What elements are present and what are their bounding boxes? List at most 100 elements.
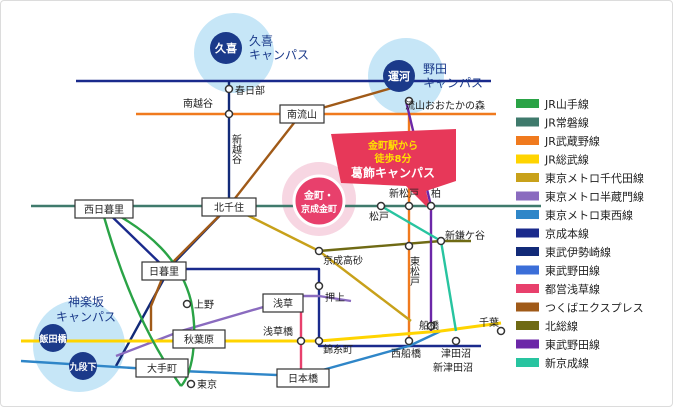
legend-label: 東京メトロ東西線: [545, 208, 633, 222]
station-box-akihabara: [172, 329, 226, 349]
noda-campus: 運河 野田 キャンパス: [383, 60, 483, 92]
legend-swatch: [516, 210, 539, 219]
kuki-campus: 久喜 久喜 キャンパス: [210, 32, 309, 64]
station-box-minami-nagareyama: [279, 104, 325, 124]
katsushika-callout: [331, 129, 456, 211]
legend-label: JR山手線: [544, 97, 589, 111]
label-nagareyama-otakanomori: 流山おおたかの森: [405, 99, 485, 112]
station-dot-shin-matsudo: [404, 201, 414, 211]
legend-label: 東武野田線: [545, 264, 600, 278]
legend-label: JR常磐線: [544, 116, 589, 130]
legend-label: 東武野田線: [545, 338, 600, 352]
kagurazaka-campus-name: 神楽坂: [68, 295, 104, 309]
kuki-badge: [210, 32, 242, 64]
iidabashi-badge: [39, 324, 67, 352]
legend-swatch: [516, 99, 539, 108]
legend-label: つくばエクスプレス: [545, 302, 644, 315]
line-hokuso: [318, 239, 471, 253]
station-dot-keisei-takasago: [314, 246, 324, 256]
line-legend: JR山手線JR常磐線JR武蔵野線JR総武線東京メトロ千代田線東京メトロ半蔵門線東…: [516, 97, 644, 370]
kuki-campus-label: キャンパス: [249, 48, 309, 62]
station-dot-asakusabashi: [296, 336, 306, 346]
station-dot-chiba: [496, 326, 506, 336]
station-dot-tsudanuma: [451, 336, 461, 346]
label-oshiage: 押上: [325, 291, 345, 304]
station-dot-nagareyama-otakanomori: [404, 96, 414, 106]
label-nippori: 日暮里: [149, 265, 179, 278]
label-funabashi: 船橋: [419, 319, 439, 332]
legend-label: 京成本線: [545, 227, 589, 241]
callout-line2: 徒歩8分: [374, 152, 412, 165]
legend-label: JR武蔵野線: [544, 134, 600, 148]
line-shin-keisei: [380, 204, 458, 332]
label-minami-nagareyama: 南流山: [287, 108, 317, 121]
label-tsudanuma: 津田沼: [441, 347, 471, 360]
kagurazaka-campus: 神楽坂 キャンパス 飯田橋 九段下: [38, 295, 116, 380]
station-box-nishi-nippori: [74, 199, 134, 219]
label-tokyo: 東京: [197, 378, 217, 391]
label-keisei-takasago: 京成高砂: [323, 254, 363, 267]
label-shin-tsudanuma: 新津田沼: [433, 361, 473, 374]
legend-swatch: [516, 265, 539, 275]
station-dot-funabashi: [426, 321, 436, 331]
label-kasukabe: 春日部: [235, 84, 265, 97]
station-box-otemachi: [135, 358, 189, 378]
unga-badge: [383, 60, 415, 92]
label-shin-kamagaya: 新鎌ケ谷: [445, 229, 485, 242]
legend-label: 東武伊勢崎線: [545, 245, 611, 259]
station-dot-oshiage: [314, 281, 324, 291]
station-box-nihonbashi: [276, 368, 330, 388]
label-kinshicho: 錦糸町: [323, 343, 353, 356]
kuki-campus-name: 久喜: [249, 34, 273, 48]
label-asakusa: 浅草: [273, 297, 293, 310]
label-ueno: 上野: [194, 299, 214, 311]
kudanshita-badge-label: 九段下: [68, 361, 96, 373]
kagurazaka-campus-label: キャンパス: [56, 310, 116, 324]
noda-campus-name: 野田: [423, 62, 447, 76]
noda-campus-label: キャンパス: [423, 76, 483, 90]
kanamachi-badge-line1: 金町・: [303, 189, 334, 202]
kudanshita-badge: [69, 352, 97, 380]
label-kita-senju: 北千住: [214, 201, 244, 214]
station-dot-tokyo: [186, 379, 196, 389]
legend-swatch: [516, 247, 539, 256]
label-matsudo: 松戸: [369, 210, 389, 223]
label-asakusabashi: 浅草橋: [263, 325, 293, 338]
legend-label: 都営浅草線: [545, 282, 600, 296]
unga-badge-label: 運河: [388, 69, 410, 83]
station-dot-kinshicho: [314, 336, 324, 346]
legend-swatch: [516, 191, 539, 201]
kanamachi-badge: [292, 174, 346, 228]
station-dot-kasukabe: [224, 84, 234, 94]
iidabashi-badge-label: 飯田橋: [38, 333, 67, 345]
label-nishi-funabashi: 西船橋: [391, 347, 421, 360]
kagurazaka-campus-halo: [33, 300, 125, 392]
label-otemachi: 大手町: [147, 362, 177, 375]
legend-label: 北総線: [545, 319, 578, 333]
label-akihabara: 秋葉原: [184, 333, 214, 346]
station-dot-nishi-funabashi: [404, 336, 414, 346]
station-dot-higashi-matsudo: [404, 241, 414, 251]
kuki-badge-label: 久喜: [215, 41, 237, 55]
station-dot-kashiwa: [426, 201, 436, 211]
station-dot-minami-koshigaya: [224, 109, 234, 119]
label-shin-koshigaya: 新越谷: [230, 133, 242, 165]
station-dot-shin-kamagaya: [436, 236, 446, 246]
legend-swatch: [516, 228, 539, 238]
legend-swatch: [516, 154, 539, 164]
legend-swatch: [516, 321, 539, 330]
label-nishi-nippori: 西日暮里: [84, 203, 124, 216]
legend-label: 東京メトロ千代田線: [545, 171, 644, 185]
legend-swatch: [516, 173, 539, 182]
legend-label: 東京メトロ半蔵門線: [545, 190, 644, 204]
line-tobu-isesaki: [114, 101, 231, 367]
station-dot-ueno: [182, 299, 192, 309]
legend-swatch: [516, 284, 539, 293]
label-shin-matsudo: 新松戸: [389, 187, 419, 200]
label-minami-koshigaya: 南越谷: [183, 97, 213, 110]
label-nihonbashi: 日本橋: [288, 372, 318, 385]
legend-label: 新京成線: [545, 356, 589, 370]
station-box-nippori: [141, 261, 187, 281]
legend-swatch: [516, 136, 539, 145]
